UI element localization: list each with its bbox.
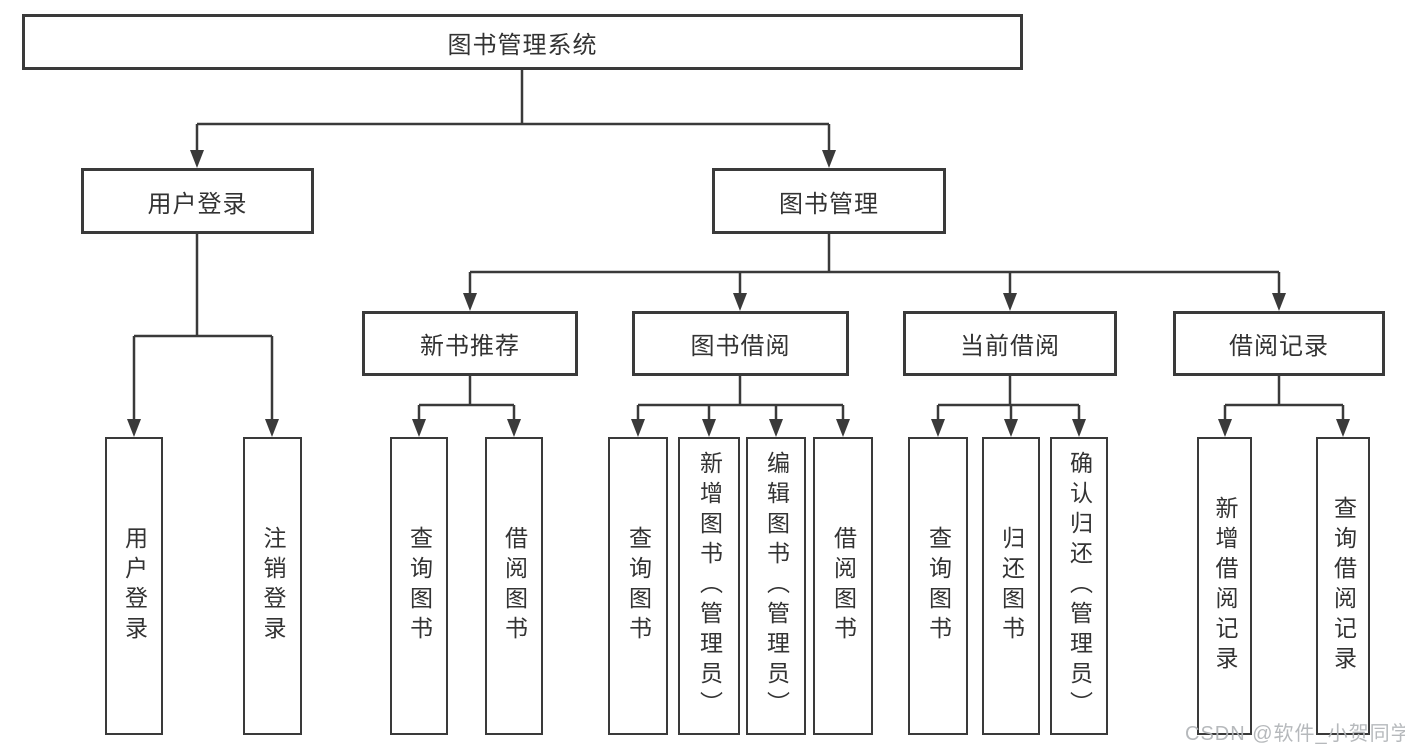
leaf-query-books-current: 查询图书	[908, 437, 968, 735]
node-borrow-records: 借阅记录	[1173, 311, 1385, 376]
node-user-login: 用户登录	[81, 168, 314, 234]
arrow-down-icon	[1336, 419, 1350, 437]
node-label: 查询图书	[925, 526, 952, 646]
node-current-borrowing: 当前借阅	[903, 311, 1117, 376]
leaf-confirm-return-admin: 确认归还（管理员）	[1050, 437, 1108, 735]
arrow-down-icon	[1003, 293, 1017, 311]
leaf-logout: 注销登录	[243, 437, 302, 735]
node-label: 新书推荐	[420, 333, 520, 360]
node-book-borrowing: 图书借阅	[632, 311, 849, 376]
node-label: 借阅图书	[830, 526, 857, 646]
node-root-system: 图书管理系统	[22, 14, 1023, 70]
leaf-edit-book-admin: 编辑图书（管理员）	[746, 437, 806, 735]
arrow-down-icon	[769, 419, 783, 437]
node-label: 图书借阅	[690, 333, 791, 360]
node-label: 查询图书	[625, 526, 652, 646]
leaf-return-books: 归还图书	[982, 437, 1040, 735]
node-label: 当前借阅	[960, 333, 1060, 360]
node-label: 查询图书	[406, 526, 433, 646]
node-label: 编辑图书（管理员）	[763, 451, 790, 721]
node-label: 新增图书（管理员）	[696, 451, 723, 721]
arrow-down-icon	[702, 419, 716, 437]
arrow-down-icon	[1004, 419, 1018, 437]
node-label: 图书管理	[779, 190, 879, 218]
leaf-query-borrow-record: 查询借阅记录	[1316, 437, 1370, 735]
arrow-down-icon	[836, 419, 850, 437]
leaf-add-borrow-record: 新增借阅记录	[1197, 437, 1252, 735]
node-label: 借阅记录	[1229, 333, 1329, 360]
arrow-down-icon	[733, 293, 747, 311]
node-new-book-recommend: 新书推荐	[362, 311, 578, 376]
arrow-down-icon	[1072, 419, 1086, 437]
arrow-down-icon	[1218, 419, 1232, 437]
node-label: 用户登录	[147, 190, 248, 218]
arrow-down-icon	[822, 150, 836, 168]
arrow-down-icon	[412, 419, 426, 437]
node-label: 确认归还（管理员）	[1066, 451, 1093, 721]
node-label: 用户登录	[121, 526, 148, 646]
arrow-down-icon	[1272, 293, 1286, 311]
csdn-watermark: CSDN @软件_小贺同学	[1185, 723, 1405, 745]
leaf-user-login: 用户登录	[105, 437, 163, 735]
leaf-query-books-recommend: 查询图书	[390, 437, 448, 735]
arrow-down-icon	[631, 419, 645, 437]
leaf-borrow-books: 借阅图书	[813, 437, 873, 735]
arrow-down-icon	[190, 150, 204, 168]
node-label: 查询借阅记录	[1330, 496, 1357, 676]
node-label: 借阅图书	[501, 526, 528, 646]
leaf-borrow-books-recommend: 借阅图书	[485, 437, 543, 735]
node-book-management: 图书管理	[712, 168, 946, 234]
node-label: 注销登录	[260, 526, 286, 646]
arrow-down-icon	[127, 419, 141, 437]
arrow-down-icon	[507, 419, 521, 437]
arrowheads	[127, 150, 1350, 437]
node-label: 新增借阅记录	[1212, 496, 1238, 676]
node-label: 图书管理系统	[447, 31, 598, 59]
node-label: 归还图书	[998, 526, 1025, 646]
leaf-query-books-borrowing: 查询图书	[608, 437, 668, 735]
arrow-down-icon	[463, 293, 477, 311]
arrow-down-icon	[265, 419, 279, 437]
leaf-add-book-admin: 新增图书（管理员）	[678, 437, 740, 735]
arrow-down-icon	[931, 419, 945, 437]
